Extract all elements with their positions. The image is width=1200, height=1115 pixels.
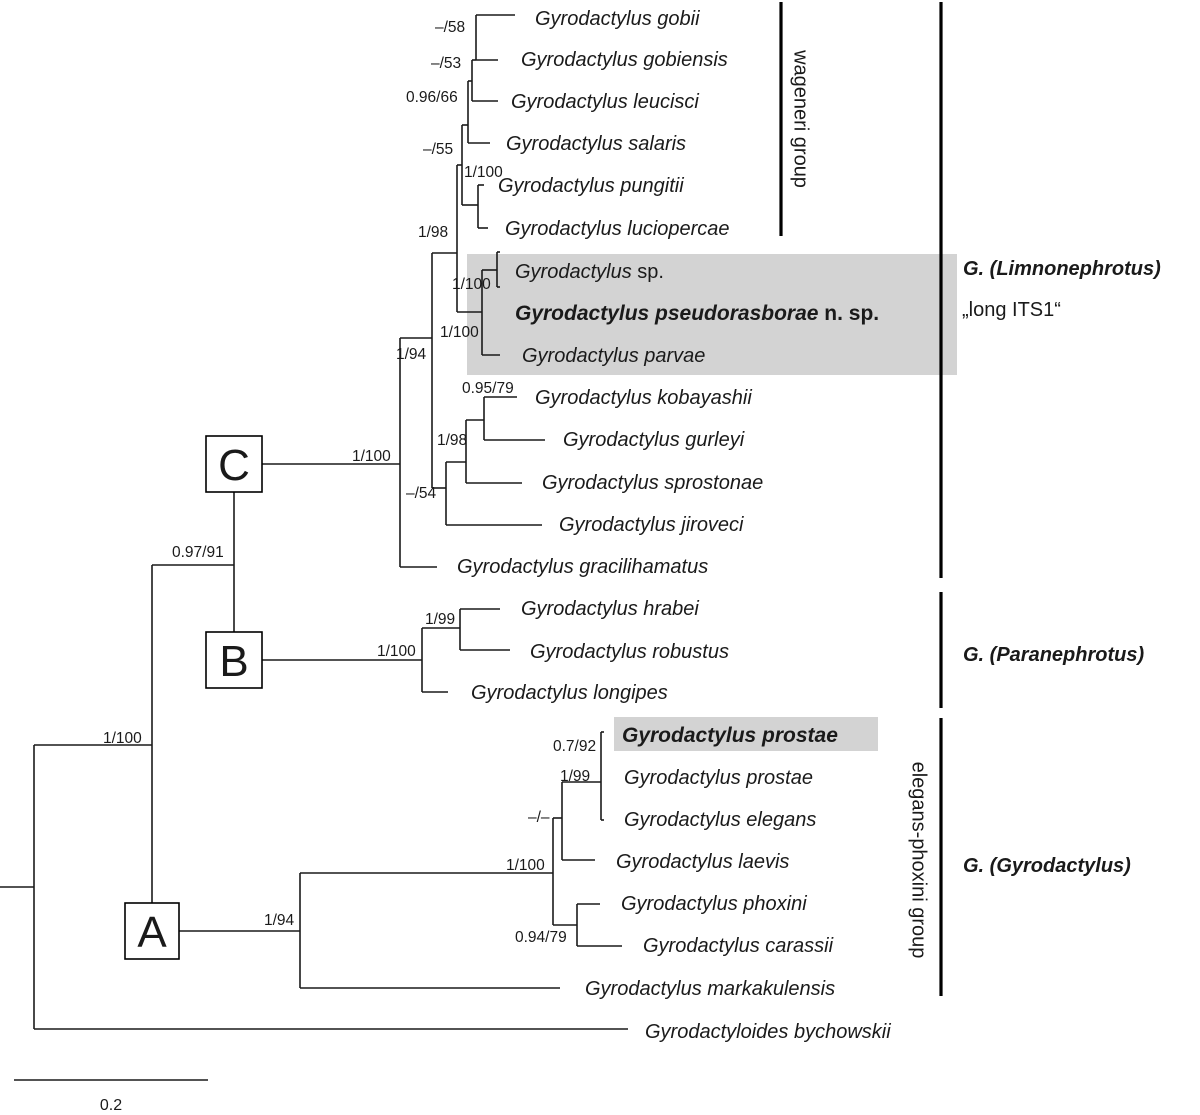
support-leucisci: 0.96/66	[406, 89, 458, 106]
scale-bar-label: 0.2	[100, 1097, 122, 1114]
support-gobii: –/58	[435, 19, 465, 36]
taxon-elegans: Gyrodactylus elegans	[624, 809, 816, 831]
taxon-jiroveci: Gyrodactylus jiroveci	[559, 514, 744, 536]
node-c: C	[205, 435, 263, 493]
taxon-sp: Gyrodactylus sp.	[515, 261, 664, 283]
taxon-gracilihamatus: Gyrodactylus gracilihamatus	[457, 556, 708, 578]
support-prostae: 0.7/92	[553, 738, 596, 755]
support-root: 1/100	[103, 730, 142, 747]
tree-branches	[0, 14, 628, 1030]
support-kobayashii: 0.95/79	[462, 380, 514, 397]
taxon-carassii: Gyrodactylus carassii	[643, 935, 834, 957]
node-c-label: C	[218, 441, 250, 490]
taxon-longipes: Gyrodactylus longipes	[471, 682, 668, 704]
taxon-gobii: Gyrodactylus gobii	[535, 8, 700, 30]
support-c: 1/100	[352, 448, 391, 465]
taxon-hrabei: Gyrodactylus hrabei	[521, 598, 699, 620]
subgenus-paranephrotus: G. (Paranephrotus)	[963, 644, 1144, 666]
taxon-salaris: Gyrodactylus salaris	[506, 133, 686, 155]
taxon-parvae: Gyrodactylus parvae	[522, 345, 705, 367]
support-prostae2: 1/99	[560, 768, 590, 785]
support-sp: 1/100	[452, 276, 491, 293]
subgenus-limnonephrotus: G. (Limnonephrotus)	[963, 258, 1161, 280]
subgenus-gyrodactylus: G. (Gyrodactylus)	[963, 855, 1131, 877]
node-a-label: A	[137, 908, 167, 957]
support-hrabei: 1/99	[425, 611, 455, 628]
highlight-box-pseudorasborae	[467, 254, 957, 375]
taxon-gobiensis: Gyrodactylus gobiensis	[521, 49, 728, 71]
wageneri-group-label: wageneri group	[790, 49, 812, 188]
taxon-luciopercae: Gyrodactylus luciopercae	[505, 218, 730, 240]
highlight-box-prostae	[614, 717, 878, 751]
support-gurleyi: 1/98	[437, 432, 467, 449]
support-pungitii: 1/100	[464, 164, 503, 181]
support-pseudo: 1/100	[440, 324, 479, 341]
taxon-pungitii: Gyrodactylus pungitii	[498, 175, 684, 197]
taxon-pseudorasborae: Gyrodactylus pseudorasborae n. sp.	[515, 302, 879, 325]
support-limn-inner: 1/94	[396, 346, 427, 363]
taxon-prostae: Gyrodactylus prostae	[624, 767, 813, 789]
taxon-markakulensis: Gyrodactylus markakulensis	[585, 978, 835, 1000]
taxon-kobayashii: Gyrodactylus kobayashii	[535, 387, 752, 409]
support-salaris: –/55	[423, 141, 453, 158]
taxon-sprostonae: Gyrodactylus sprostonae	[542, 472, 763, 494]
taxon-leucisci: Gyrodactylus leucisci	[511, 91, 699, 113]
support-jiroveci: –/54	[406, 485, 437, 502]
taxon-laevis: Gyrodactylus laevis	[616, 851, 789, 873]
support-bc: 0.97/91	[172, 544, 224, 561]
long-its1-label: „long ITS1“	[962, 299, 1061, 321]
support-gobiensis: –/53	[431, 55, 461, 72]
taxon-phoxini: Gyrodactylus phoxini	[621, 893, 807, 915]
taxon-robustus: Gyrodactylus robustus	[530, 641, 729, 663]
support-elegans-laevis: –/–	[528, 809, 550, 826]
node-b-label: B	[219, 637, 248, 686]
node-a: A	[124, 902, 180, 960]
taxon-gurleyi: Gyrodactylus gurleyi	[563, 429, 745, 451]
node-b: B	[205, 631, 263, 689]
support-wageneri: 1/98	[418, 224, 448, 241]
support-values: –/58 –/53 0.96/66 –/55 1/100 1/98 1/100 1/100 0.…	[103, 19, 596, 946]
support-b: 1/100	[377, 643, 416, 660]
support-elegans-group: 1/100	[506, 857, 545, 874]
support-a: 1/94	[264, 912, 295, 929]
elegans-phoxini-group-label: elegans-phoxini group	[908, 762, 930, 959]
support-phoxini: 0.94/79	[515, 929, 567, 946]
taxon-prostae-new: Gyrodactylus prostae	[622, 724, 838, 747]
taxon-bychowskii: Gyrodactyloides bychowskii	[645, 1021, 891, 1043]
